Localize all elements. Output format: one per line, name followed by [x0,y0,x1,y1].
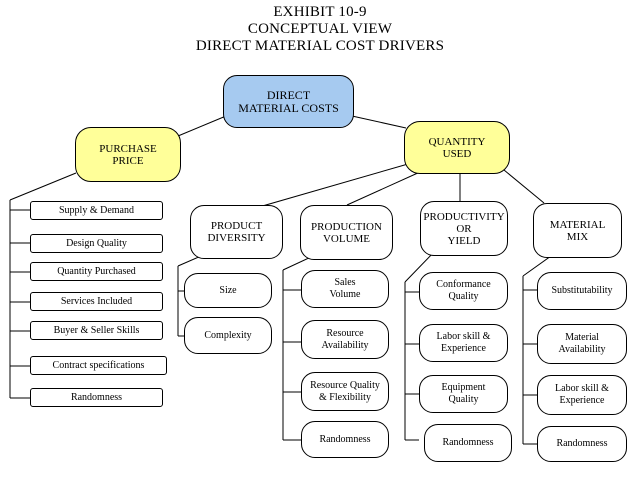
item-substitutability: Substitutability [537,272,627,310]
item-material-availability: Material Availability [537,324,627,364]
item-conformance-quality: Conformance Quality [419,272,508,310]
item-resource-availability: Resource Availability [301,320,389,359]
node-quantity-used: QUANTITY USED [404,121,510,174]
item-randomness-volume: Randomness [301,421,389,458]
exhibit-number: EXHIBIT 10-9 [273,4,367,20]
node-production-volume: PRODUCTION VOLUME [300,205,393,260]
item-randomness-productivity: Randomness [424,424,512,462]
item-randomness-purchase: Randomness [30,388,163,407]
node-product-diversity: PRODUCT DIVERSITY [190,205,283,259]
node-material-mix: MATERIAL MIX [533,203,622,258]
item-contract-specifications: Contract specifications [30,356,167,375]
item-resource-quality-flexibility: Resource Quality & Flexibility [301,372,389,411]
node-productivity-yield: PRODUCTIVITY OR YIELD [420,201,508,256]
item-quantity-purchased: Quantity Purchased [30,262,163,281]
item-services-included: Services Included [30,292,163,311]
item-sales-volume: Sales Volume [301,270,389,308]
item-randomness-mix: Randomness [537,426,627,462]
item-labor-skill-mix: Labor skill & Experience [537,375,627,415]
item-size: Size [184,273,272,308]
item-labor-skill-productivity: Labor skill & Experience [419,324,508,362]
item-supply-demand: Supply & Demand [30,201,163,220]
item-design-quality: Design Quality [30,234,163,253]
node-purchase-price: PURCHASE PRICE [75,127,181,182]
diagram-subtitle: CONCEPTUAL VIEW [247,21,393,37]
diagram-title: DIRECT MATERIAL COST DRIVERS [195,38,445,54]
item-complexity: Complexity [184,317,272,354]
item-equipment-quality: Equipment Quality [419,375,508,413]
node-direct-material-costs: DIRECT MATERIAL COSTS [223,75,354,128]
item-buyer-seller-skills: Buyer & Seller Skills [30,321,163,340]
